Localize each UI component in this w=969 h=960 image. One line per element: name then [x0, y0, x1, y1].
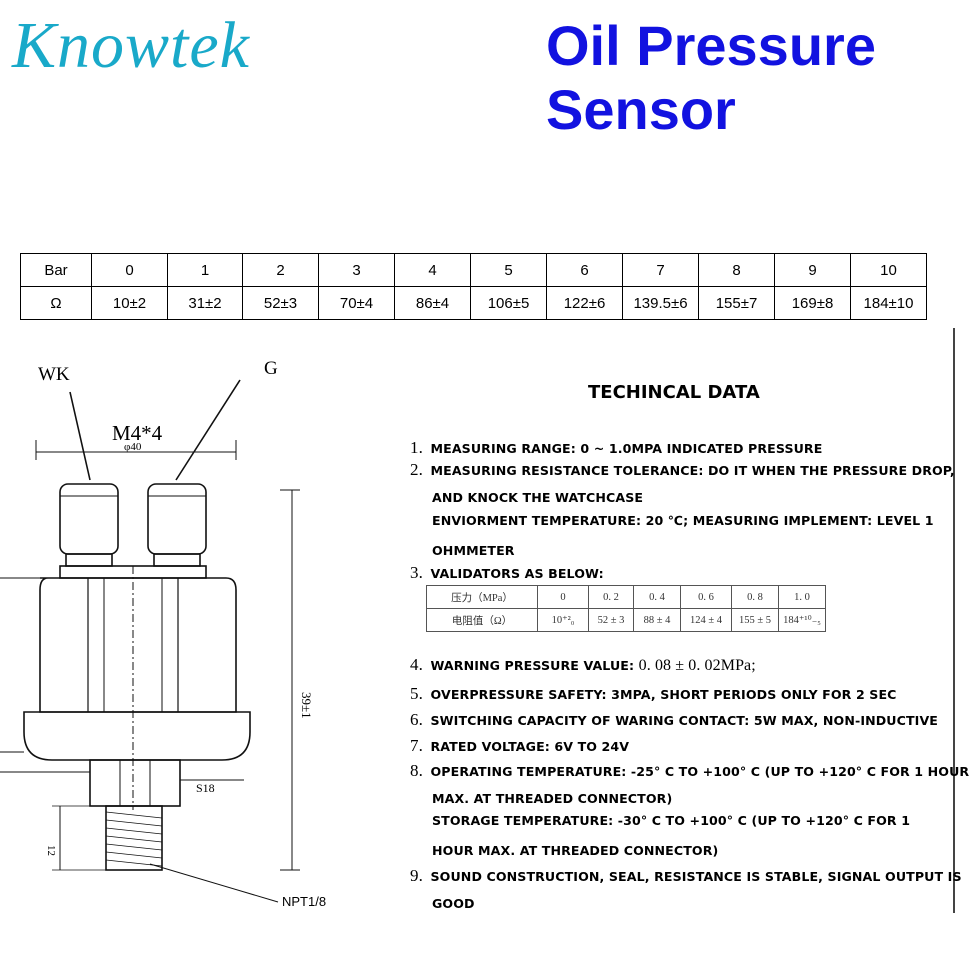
table-cell: 184±10 — [850, 286, 927, 320]
table-cell: 0. 4 — [633, 585, 681, 609]
tech-item-8-cont: STORAGE TEMPERATURE: -30° C TO +100° C (… — [432, 813, 911, 828]
npt-leader-line — [149, 863, 279, 903]
table-cell: 10⁺²₀ — [537, 608, 589, 632]
table-cell: 压力（MPa） — [426, 585, 538, 609]
tech-item-3: 3. VALIDATORS AS BELOW: — [410, 563, 604, 582]
tech-item-9-cont: GOOD — [432, 896, 475, 911]
table-cell: Bar — [20, 253, 92, 287]
table-cell: 0 — [537, 585, 589, 609]
table-cell: 155 ± 5 — [731, 608, 779, 632]
hex-size-label: S18 — [196, 781, 215, 795]
tech-item-8-cont: HOUR MAX. AT THREADED CONNECTOR) — [432, 843, 719, 858]
table-cell: 70±4 — [318, 286, 395, 320]
npt-label: NPT1/8 — [282, 894, 326, 909]
tech-item-7: 7. RATED VOLTAGE: 6V TO 24V — [410, 736, 630, 755]
validator-table: 压力（MPa） 0 0. 2 0. 4 0. 6 0. 8 1. 0 电阻值（Ω… — [426, 585, 826, 632]
tech-item-8-cont: MAX. AT THREADED CONNECTOR) — [432, 791, 673, 806]
wk-label: WK — [38, 364, 70, 385]
hex-nut — [89, 759, 181, 807]
tech-item-6: 6. SWITCHING CAPACITY OF WARING CONTACT:… — [410, 710, 939, 729]
tech-item-8: 8. OPERATING TEMPERATURE: -25° C TO +100… — [410, 761, 969, 780]
wk-leader-line — [69, 391, 91, 481]
table-cell: 52±3 — [242, 286, 319, 320]
table-cell: 1 — [167, 253, 243, 287]
table-row-ohm: Ω 10±2 31±2 52±3 70±4 86±4 106±5 122±6 1… — [20, 286, 927, 320]
tech-item-1: 1. MEASURING RANGE: 0 ~ 1.0MPA INDICATED… — [410, 438, 823, 457]
g-terminal — [147, 483, 207, 555]
tech-item-9: 9. SOUND CONSTRUCTION, SEAL, RESISTANCE … — [410, 866, 962, 885]
g-leader-line — [175, 379, 241, 481]
g-label: G — [264, 358, 278, 379]
wk-terminal — [59, 483, 119, 555]
thread-length-label: 12 — [45, 845, 57, 856]
table-cell: 7 — [622, 253, 699, 287]
table-cell: 8 — [698, 253, 775, 287]
sensor-flange — [23, 711, 251, 761]
table-cell: 122±6 — [546, 286, 623, 320]
table-cell: 1. 0 — [778, 585, 826, 609]
tech-item-2-cont: OHMMETER — [432, 543, 515, 558]
table-cell: 31±2 — [167, 286, 243, 320]
resistance-table: Bar 0 1 2 3 4 5 6 7 8 9 10 Ω 10±2 31±2 5… — [20, 253, 927, 320]
table-cell: 139.5±6 — [622, 286, 699, 320]
table-cell: 0. 8 — [731, 585, 779, 609]
height-label: 39±1 — [299, 692, 314, 719]
title-line-2: Sensor — [546, 78, 736, 141]
npt-thread — [105, 805, 163, 871]
table-cell: 0 — [91, 253, 168, 287]
brand-logo: Knowtek — [12, 9, 250, 82]
table-row-bar: Bar 0 1 2 3 4 5 6 7 8 9 10 — [20, 253, 927, 287]
tech-item-2-cont: ENVIORMENT TEMPERATURE: 20 ℃; MEASURING … — [432, 513, 934, 528]
table-cell: 169±8 — [774, 286, 851, 320]
table-cell: 86±4 — [394, 286, 471, 320]
table-cell: 106±5 — [470, 286, 547, 320]
table-cell: 124 ± 4 — [680, 608, 732, 632]
table-cell: 10 — [850, 253, 927, 287]
table-cell: 2 — [242, 253, 319, 287]
tech-item-4: 4. WARNING PRESSURE VALUE: 0. 08 ± 0. 02… — [410, 655, 756, 674]
table-cell: 10±2 — [91, 286, 168, 320]
tech-item-5: 5. OVERPRESSURE SAFETY: 3MPA, SHORT PERI… — [410, 684, 897, 703]
sensor-technical-drawing: WK G M4*4 φ40 39±1 S18 12 NPT1/8 — [0, 358, 326, 909]
table-cell: 3 — [318, 253, 395, 287]
diameter-label: φ40 — [124, 441, 142, 453]
table-cell: 0. 6 — [680, 585, 732, 609]
table-cell: Ω — [20, 286, 92, 320]
table-cell: 88 ± 4 — [633, 608, 681, 632]
page-title: Oil Pressure Sensor — [546, 14, 876, 142]
title-line-1: Oil Pressure — [546, 14, 876, 77]
table-cell: 52 ± 3 — [588, 608, 634, 632]
table-cell: 155±7 — [698, 286, 775, 320]
tech-item-2-cont: AND KNOCK THE WATCHCASE — [432, 490, 644, 505]
table-cell: 9 — [774, 253, 851, 287]
tech-data-title: TECHINCAL DATA — [588, 382, 760, 403]
tech-item-2: 2. MEASURING RESISTANCE TOLERANCE: DO IT… — [410, 460, 955, 479]
sensor-body — [39, 577, 237, 713]
table-cell: 5 — [470, 253, 547, 287]
divider — [953, 328, 955, 913]
table-cell: 6 — [546, 253, 623, 287]
table-row: 电阻值（Ω） 10⁺²₀ 52 ± 3 88 ± 4 124 ± 4 155 ±… — [426, 608, 826, 632]
table-cell: 0. 2 — [588, 585, 634, 609]
table-cell: 电阻值（Ω） — [426, 608, 538, 632]
thread-label: M4*4 — [112, 421, 163, 445]
table-cell: 184⁺¹⁰₋₅ — [778, 608, 826, 632]
table-row: 压力（MPa） 0 0. 2 0. 4 0. 6 0. 8 1. 0 — [426, 585, 826, 609]
table-cell: 4 — [394, 253, 471, 287]
